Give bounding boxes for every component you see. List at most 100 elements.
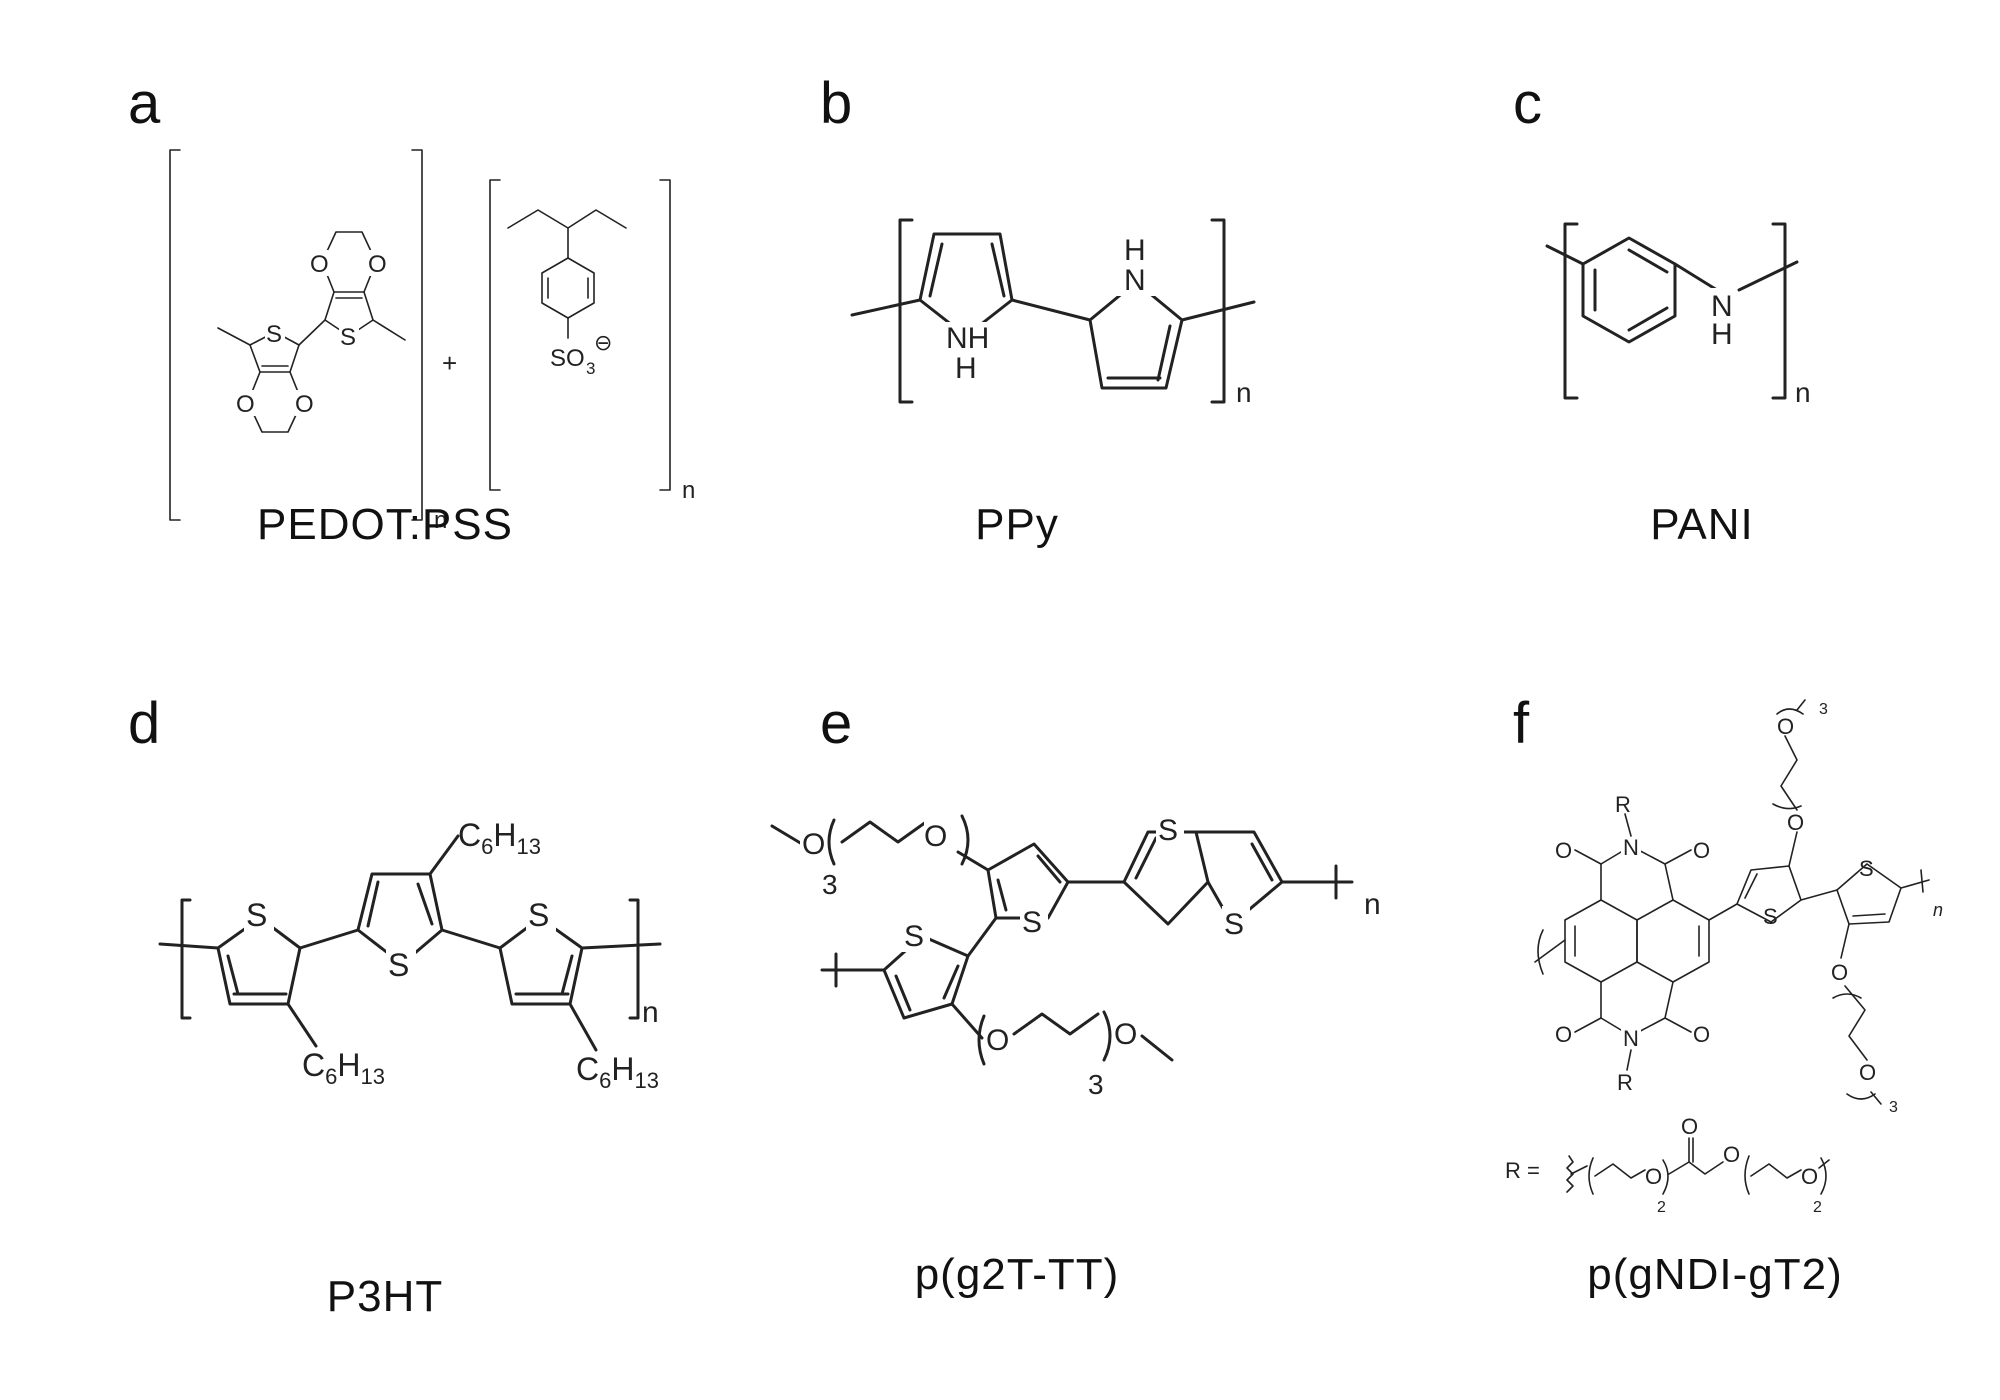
- thiophene-ring-3: S C6H13: [498, 897, 659, 1093]
- bracket-right: [628, 898, 640, 1020]
- panel-letter-d: d: [128, 691, 161, 756]
- oxygen-atom: O: [236, 391, 255, 418]
- hydrogen-label: H: [955, 352, 977, 385]
- sulfur-atom: S: [246, 897, 267, 933]
- polymer-name-b: PPy: [975, 500, 1059, 549]
- oxygen-atom: O: [802, 828, 825, 861]
- panel-b: b n NH H N H PPy: [812, 60, 1452, 660]
- repeat-n: n: [1364, 888, 1381, 921]
- sulfur-atom: S: [340, 324, 356, 351]
- nitrogen-label: N: [1124, 264, 1146, 297]
- sulfur-atom: S: [1022, 906, 1042, 939]
- r-group-label: R: [1615, 792, 1631, 817]
- polymer-name-e: p(g2T-TT): [914, 1250, 1120, 1299]
- oxygen-atom: O: [1777, 714, 1794, 739]
- bracket-left: [1563, 222, 1579, 400]
- oxygen-atom: O: [986, 1024, 1009, 1057]
- ndi-core: O O N R O O N R: [1534, 792, 1710, 1095]
- repeat-n: n: [642, 996, 659, 1029]
- repeat-count: 2: [1813, 1199, 1822, 1216]
- ppy-structure: n NH H N H: [850, 218, 1256, 408]
- nitrogen-label: N: [1623, 835, 1639, 860]
- r-equals-label: R =: [1505, 1158, 1540, 1183]
- oxygen-atom: O: [1859, 1060, 1876, 1085]
- oxygen-atom: O: [1801, 1164, 1818, 1189]
- thiophene-ring-1: S C6H13: [216, 897, 385, 1089]
- sulfur-atom: S: [904, 920, 924, 953]
- sulfur-atom: S: [1224, 908, 1244, 941]
- pani-structure: n N H: [1545, 222, 1811, 408]
- plus-sign: +: [442, 348, 457, 378]
- polymer-name-d: P3HT: [326, 1272, 444, 1321]
- bracket-right: [1771, 222, 1787, 400]
- repeat-n: n: [1795, 377, 1811, 408]
- panel-d: d n S C6H13 S C6H13: [120, 680, 760, 1321]
- bracket-left: [180, 898, 192, 1020]
- repeat-n: n: [682, 477, 695, 504]
- oxygen-atom: O: [924, 820, 947, 853]
- oxygen-atom: O: [1681, 1114, 1698, 1139]
- oxygen-atom: O: [1723, 1142, 1740, 1167]
- panel-c: c n N H PANI: [1505, 60, 2000, 660]
- repeat-count: 3: [1889, 1099, 1898, 1116]
- repeat-n: n: [434, 507, 447, 534]
- sulfur-atom: S: [528, 897, 549, 933]
- oxygen-atom: O: [1831, 960, 1848, 985]
- panel-letter-a: a: [128, 71, 161, 136]
- oxygen-atom: O: [1555, 838, 1572, 863]
- thiophene-ring-2: S C6H13: [356, 817, 541, 983]
- thiophene-ring-top: S: [986, 842, 1070, 939]
- polymer-name-a: PEDOT:PSS: [257, 500, 513, 549]
- pg2t-tt-structure: O O 3 S S S n: [770, 812, 1381, 1100]
- oxygen-atom: O: [1787, 810, 1804, 835]
- repeat-count: 3: [822, 869, 838, 900]
- oxygen-atom: O: [1555, 1022, 1572, 1047]
- oxygen-atom: O: [1114, 1018, 1137, 1051]
- polymer-name-f: p(gNDI-gT2): [1587, 1250, 1843, 1299]
- r-group-definition: R = O 2 O O O 2: [1505, 1114, 1830, 1216]
- sulfur-atom: S: [1158, 814, 1178, 847]
- repeat-count: 3: [1819, 701, 1828, 718]
- panel-a: a n S O O S: [120, 60, 760, 660]
- sulfur-atom: S: [1763, 904, 1778, 929]
- panel-e: e O O 3 S S S: [770, 680, 1452, 1299]
- pedot-pss-structure: n S O O S: [169, 149, 695, 534]
- sulfur-atom: S: [266, 321, 282, 348]
- pyrrole-ring-2: N H: [1088, 234, 1184, 390]
- benzene-ring: [1581, 236, 1677, 344]
- nitrogen-label: N: [1623, 1026, 1639, 1051]
- oxygen-atom: O: [368, 251, 387, 278]
- thiophene-ring-2: S n O O 3: [1831, 856, 1943, 1116]
- panel-letter-f: f: [1513, 691, 1530, 756]
- sulfonate-label: SO: [550, 345, 585, 372]
- oxygen-atom: O: [1693, 838, 1710, 863]
- panel-letter-e: e: [820, 691, 853, 756]
- oxygen-atom: O: [295, 391, 314, 418]
- p3ht-structure: n S C6H13 S C6H13: [158, 817, 662, 1093]
- sulfonate-subscript: 3: [586, 359, 595, 378]
- polymer-name-c: PANI: [1650, 500, 1754, 549]
- panel-letter-b: b: [820, 71, 853, 136]
- repeat-count: 2: [1657, 1199, 1666, 1216]
- oxygen-atom: O: [1645, 1164, 1662, 1189]
- thiophene-ring-2: S O O: [310, 231, 406, 351]
- pss-unit: n SO 3 ⊖: [489, 179, 695, 504]
- nitrogen-label: NH: [946, 322, 989, 355]
- panel-letter-c: c: [1513, 71, 1542, 136]
- nitrogen-label: N: [1711, 290, 1733, 323]
- negative-charge-icon: ⊖: [594, 330, 612, 355]
- thiophene-ring-1: S O O 3: [1736, 699, 1828, 929]
- hydrogen-label: H: [1711, 318, 1733, 351]
- pyrrole-ring-1: NH H: [918, 232, 1014, 385]
- oxygen-atom: O: [1693, 1022, 1710, 1047]
- repeat-count: 3: [1088, 1069, 1104, 1100]
- bracket-left: [898, 218, 914, 404]
- pgndi-gt2-structure: O O N R O O N R S O: [1505, 699, 1943, 1216]
- hexyl-label-2: C6H13: [458, 817, 541, 859]
- hydrogen-label: H: [1124, 234, 1146, 267]
- hexyl-label-3: C6H13: [576, 1051, 659, 1093]
- repeat-n: n: [1933, 900, 1943, 920]
- panel-f: f O O N R O O N R: [1505, 680, 2000, 1299]
- bracket-left: [169, 149, 181, 521]
- bracket-right: [411, 149, 423, 521]
